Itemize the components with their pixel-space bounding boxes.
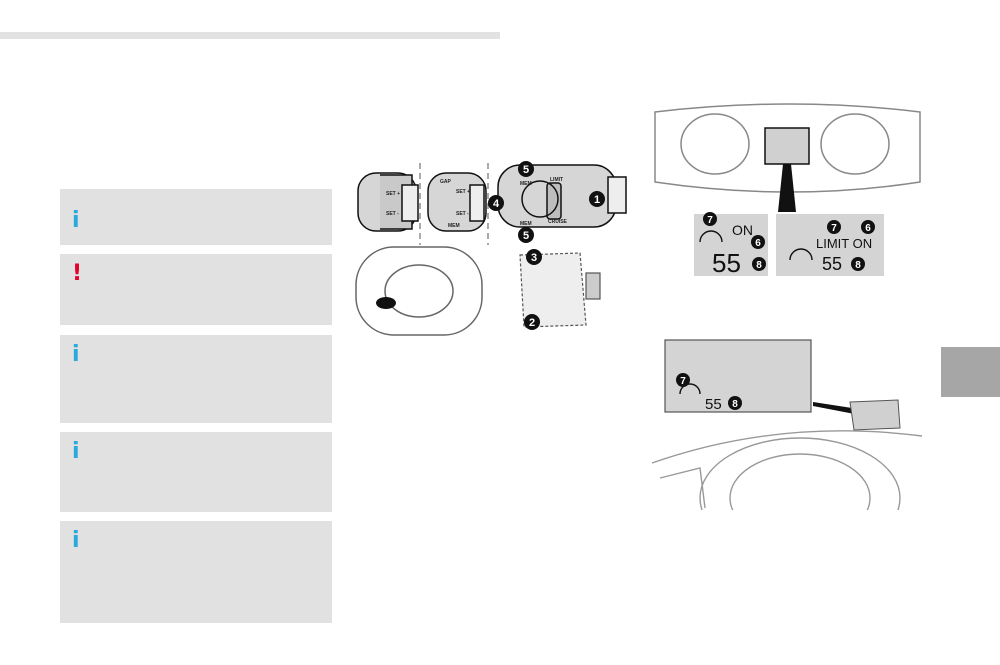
callout-7: 7 <box>707 215 713 226</box>
limit-label: LIMIT <box>550 177 563 183</box>
callout-5: 5 <box>523 230 529 242</box>
warning-note: ! <box>60 254 332 325</box>
callout-8: 8 <box>732 399 738 410</box>
speedometer-icon <box>679 383 701 395</box>
instrument-cluster-illustration: ON 55 LIMIT ON 55 7 6 8 7 6 8 <box>654 103 921 278</box>
speedometer-icon <box>789 248 813 261</box>
info-icon: i <box>72 342 80 367</box>
mem-label: MEM <box>520 221 532 227</box>
callout-3: 3 <box>531 252 537 264</box>
callout-4: 4 <box>493 198 500 210</box>
callout-7: 7 <box>831 223 837 234</box>
set-minus-label: SET - <box>456 211 469 217</box>
info-icon: i <box>72 528 80 553</box>
set-minus-label: SET - <box>386 211 399 217</box>
cluster-speed-right: 55 <box>822 254 842 274</box>
speedometer-icon <box>699 230 723 243</box>
callout-1: 1 <box>594 194 600 206</box>
info-icon: i <box>72 439 80 464</box>
info-note-1: i <box>60 189 332 245</box>
cluster-limit-on-text: LIMIT ON <box>816 236 872 251</box>
callout-8: 8 <box>855 260 861 271</box>
callout-6: 6 <box>865 223 871 234</box>
callout-2: 2 <box>529 317 535 329</box>
mem-label: MEM <box>520 181 532 187</box>
head-up-display-illustration: 55 7 8 <box>651 339 923 510</box>
callout-7: 7 <box>680 376 686 387</box>
cluster-on-text: ON <box>732 222 753 238</box>
mem-label: MEM <box>448 223 460 229</box>
chapter-tab <box>941 347 1000 397</box>
set-plus-label: SET + <box>386 191 400 197</box>
set-plus-label: SET + <box>456 189 470 195</box>
info-note-4: i <box>60 521 332 623</box>
hud-speed: 55 <box>705 396 722 413</box>
info-note-2: i <box>60 335 332 423</box>
warning-icon: ! <box>72 261 83 286</box>
callout-8: 8 <box>756 260 762 271</box>
header-rule <box>0 32 500 39</box>
callout-6: 6 <box>755 238 761 249</box>
cluster-speed-left: 55 <box>712 248 741 278</box>
cruise-label: CRUISE <box>548 219 568 225</box>
info-note-3: i <box>60 432 332 512</box>
info-icon: i <box>72 208 80 233</box>
callout-5: 5 <box>523 164 529 176</box>
gap-label: GAP <box>440 179 452 185</box>
cruise-stalk-illustration: SET + SET - GAP SET + SET - MEM MEM LIMI… <box>355 161 627 336</box>
